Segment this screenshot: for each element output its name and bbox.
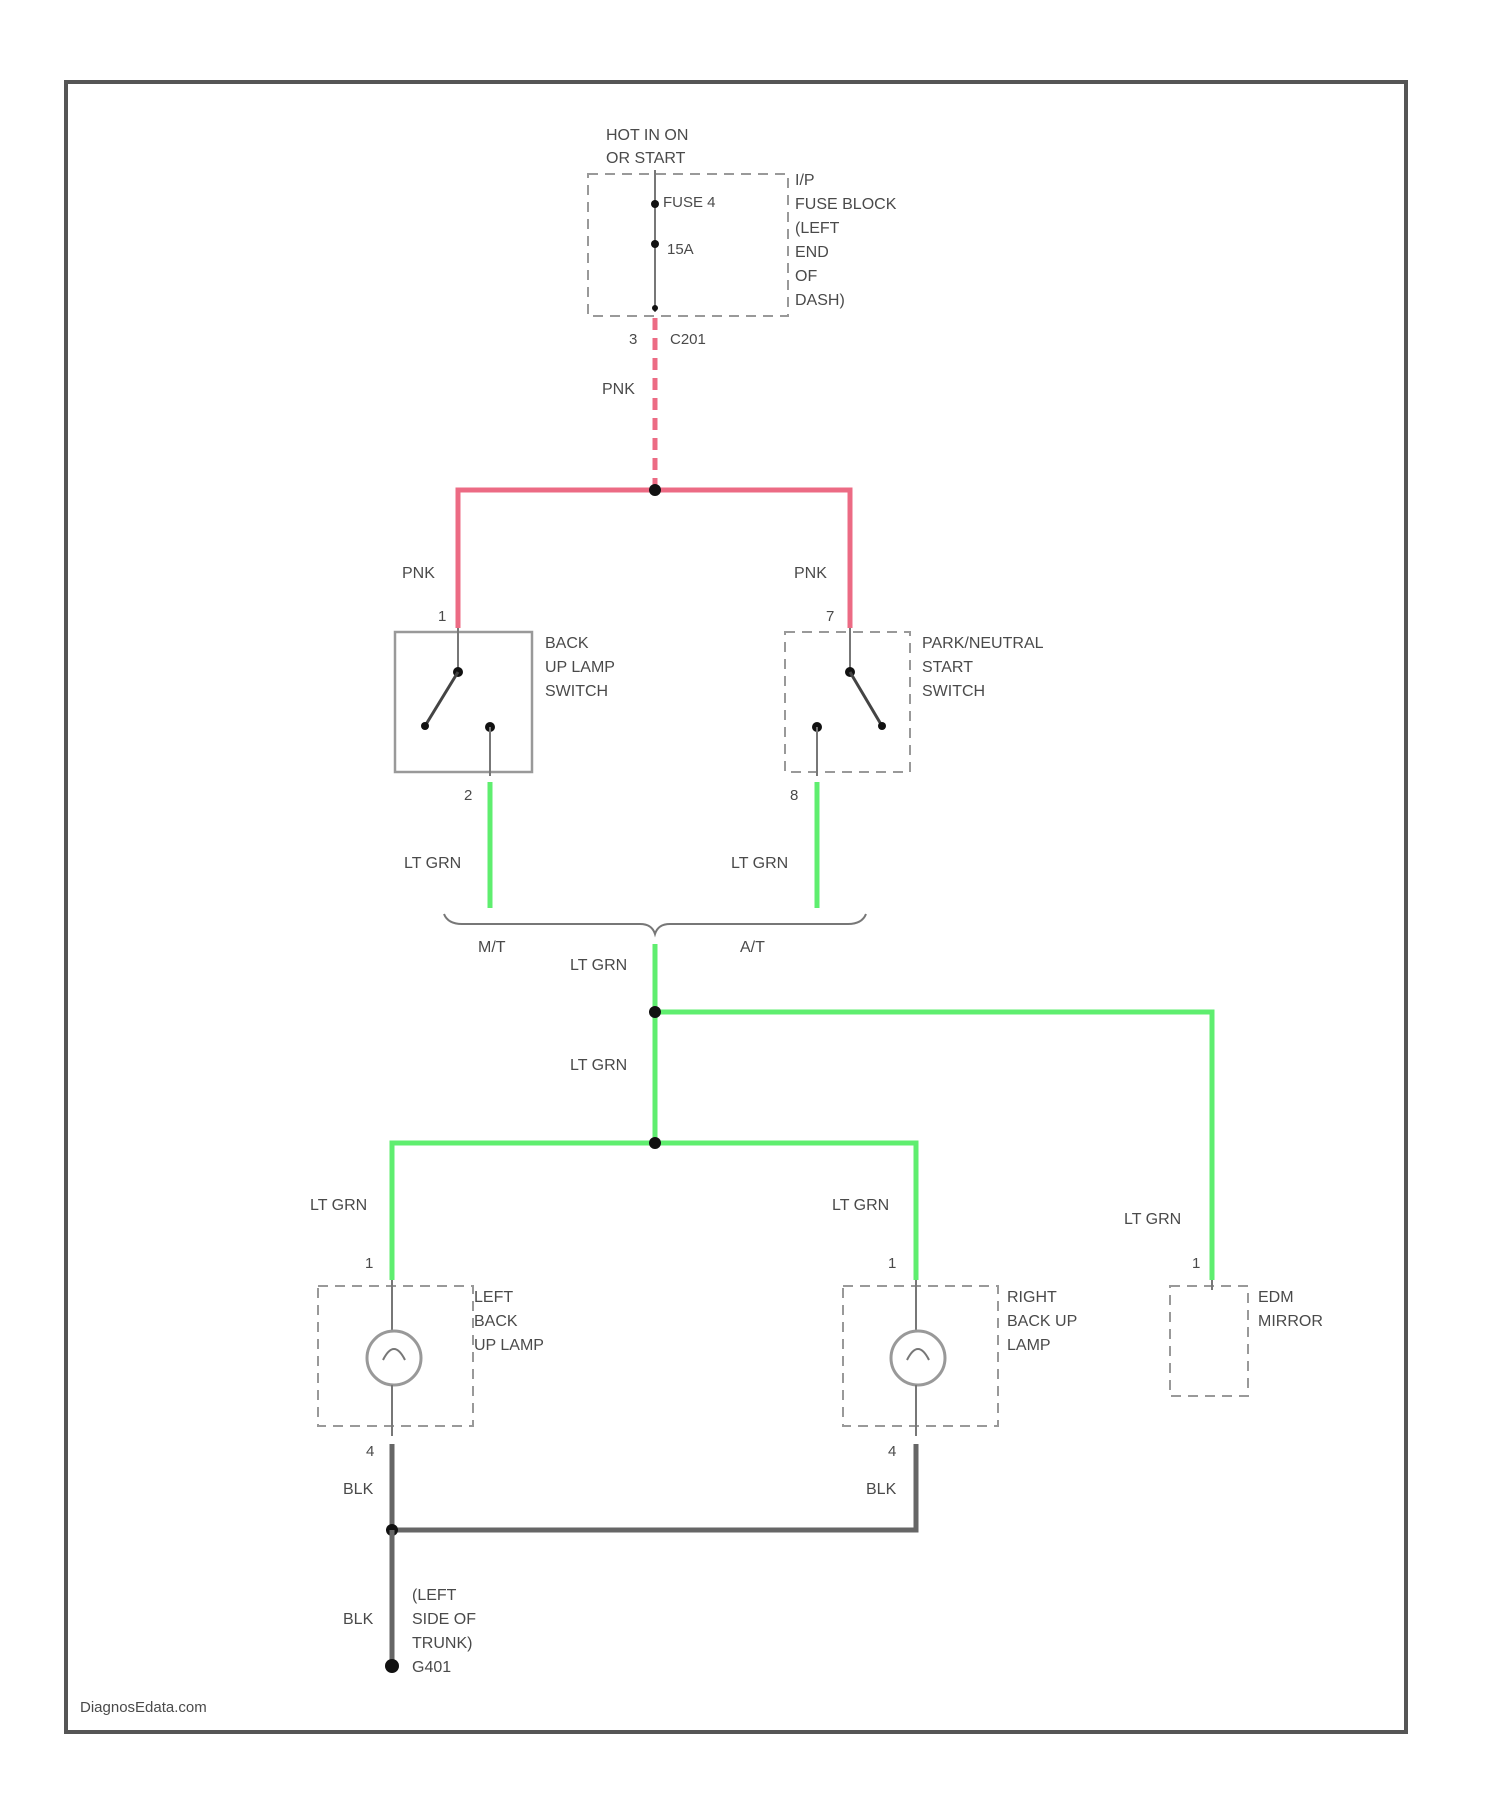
ground-label-4: G401 (412, 1659, 451, 1676)
pn-switch-label-2: START (922, 659, 973, 676)
backup-switch-pin-out: 2 (464, 787, 472, 804)
fuse-name-label: FUSE 4 (663, 194, 716, 211)
black-wire-right-lamp (392, 1444, 916, 1530)
pink-wire-to-pn-switch (655, 490, 850, 628)
grn-mid-label: LT GRN (570, 1057, 627, 1074)
pn-switch-blade (850, 672, 882, 726)
fuse-terminal-mid (651, 240, 659, 248)
left-lamp-label-1: LEFT (474, 1289, 513, 1306)
mirror-label-1: EDM (1258, 1289, 1294, 1306)
connector-pin-label: 3 (629, 331, 637, 348)
grn-mirror-label: LT GRN (1124, 1211, 1181, 1228)
hot-in-on-label: HOT IN ON (606, 127, 688, 144)
ground-label-1: (LEFT (412, 1587, 457, 1604)
manual-trans-label: M/T (478, 939, 506, 956)
left-bulb-filament (383, 1349, 405, 1360)
backup-switch-box (395, 632, 532, 772)
fuse-terminal-top (651, 200, 659, 208)
watermark: DiagnosEdata.com (80, 1699, 207, 1716)
backup-switch-blade-tip (421, 722, 429, 730)
pink-wire-to-backup-switch (458, 490, 655, 628)
pnk-right-label: PNK (794, 565, 827, 582)
fuse-block-label-6: DASH) (795, 292, 845, 309)
green-wire-to-left-lamp (392, 1143, 655, 1280)
blk-left-label: BLK (343, 1481, 374, 1498)
blk-right-label: BLK (866, 1481, 897, 1498)
fuse-block-label-5: OF (795, 268, 817, 285)
mirror-box (1170, 1286, 1248, 1396)
left-lamp-pin-in: 1 (365, 1255, 373, 1272)
backup-switch-blade (425, 672, 458, 726)
right-lamp-label-3: LAMP (1007, 1337, 1051, 1354)
hot-or-start-label: OR START (606, 150, 686, 167)
right-lamp-box (843, 1286, 998, 1426)
pn-switch-pin-out: 8 (790, 787, 798, 804)
blk-ground-label: BLK (343, 1611, 374, 1628)
backup-switch-label-1: BACK (545, 635, 589, 652)
pink-splice (649, 484, 661, 496)
transmission-brace (444, 914, 866, 934)
left-lamp-box (318, 1286, 473, 1426)
grn-left-lamp-label: LT GRN (310, 1197, 367, 1214)
connector-c201-label: C201 (670, 331, 706, 348)
right-lamp-pin-in: 1 (888, 1255, 896, 1272)
backup-switch-label-3: SWITCH (545, 683, 608, 700)
fuse-rating-label: 15A (667, 241, 694, 258)
backup-switch-pin-in: 1 (438, 608, 446, 625)
fuse-block-label-1: I/P (795, 172, 815, 189)
pn-switch-blade-tip (878, 722, 886, 730)
green-wire-to-mirror (655, 1012, 1212, 1280)
pn-switch-pin-in: 7 (826, 608, 834, 625)
fuse-block-label-4: END (795, 244, 829, 261)
pnk-main-label: PNK (602, 381, 635, 398)
grn-merge-label: LT GRN (570, 957, 627, 974)
pnk-left-label: PNK (402, 565, 435, 582)
right-lamp-label-1: RIGHT (1007, 1289, 1057, 1306)
green-splice-lower (649, 1137, 661, 1149)
diagram-frame (66, 82, 1406, 1732)
left-lamp-pin-out: 4 (366, 1443, 374, 1460)
ground-label-2: SIDE OF (412, 1611, 476, 1628)
left-bulb-icon (367, 1331, 421, 1385)
right-lamp-label-2: BACK UP (1007, 1313, 1077, 1330)
fuse-block-label-3: (LEFT (795, 220, 840, 237)
grn-pn-switch-label: LT GRN (731, 855, 788, 872)
grn-right-lamp-label: LT GRN (832, 1197, 889, 1214)
backup-switch-label-2: UP LAMP (545, 659, 615, 676)
fuse-terminal-bottom (652, 305, 658, 311)
left-lamp-label-2: BACK (474, 1313, 518, 1330)
pn-switch-box (785, 632, 910, 772)
mirror-label-2: MIRROR (1258, 1313, 1323, 1330)
pn-switch-label-3: SWITCH (922, 683, 985, 700)
right-lamp-pin-out: 4 (888, 1443, 896, 1460)
grn-backup-switch-label: LT GRN (404, 855, 461, 872)
ground-point-icon (385, 1659, 399, 1673)
fuse-block-label-2: FUSE BLOCK (795, 196, 897, 213)
ground-label-3: TRUNK) (412, 1635, 472, 1652)
left-lamp-label-3: UP LAMP (474, 1337, 544, 1354)
pn-switch-label-1: PARK/NEUTRAL (922, 635, 1044, 652)
auto-trans-label: A/T (740, 939, 765, 956)
green-splice-upper (649, 1006, 661, 1018)
right-bulb-icon (891, 1331, 945, 1385)
right-bulb-filament (907, 1349, 929, 1360)
mirror-pin: 1 (1192, 1255, 1200, 1272)
